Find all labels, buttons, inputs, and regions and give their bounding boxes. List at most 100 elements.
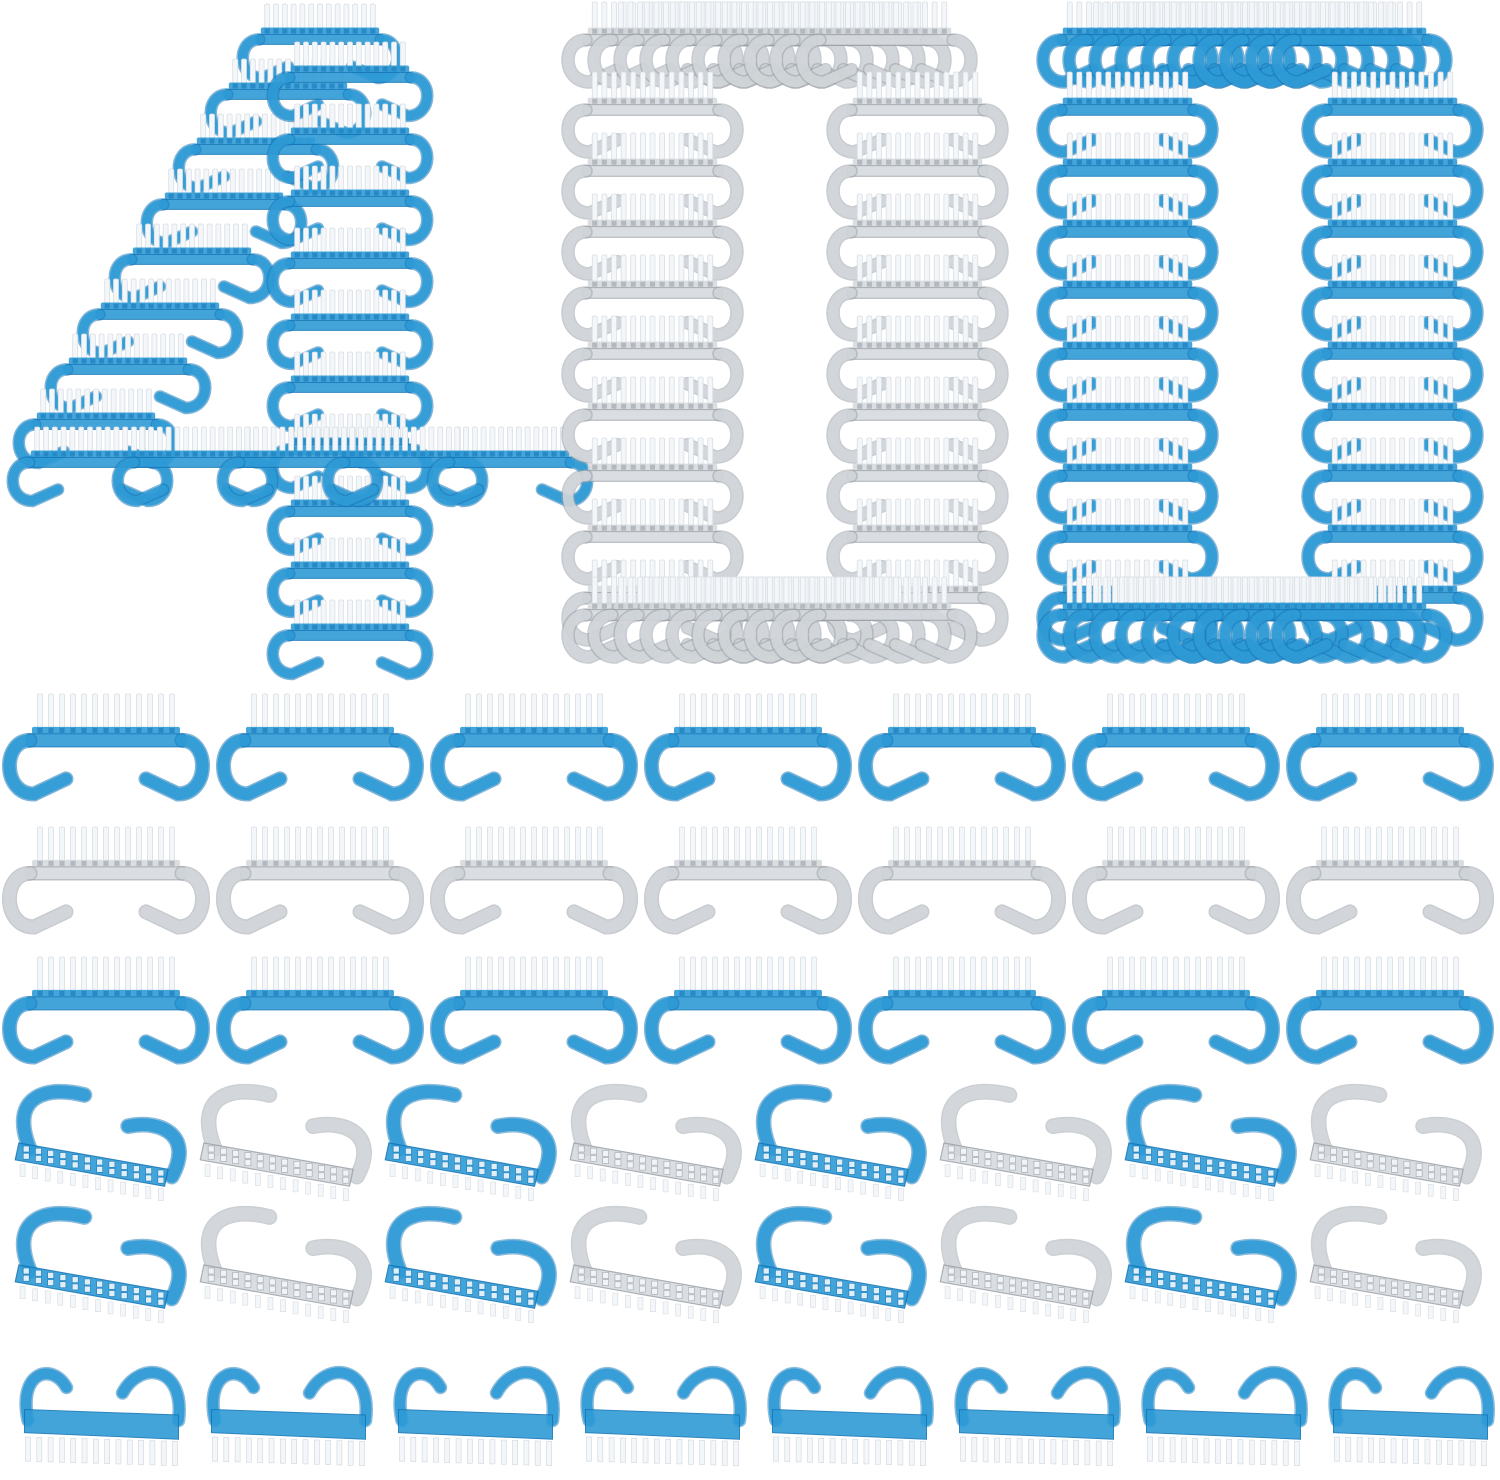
brush-front-blue — [858, 693, 1066, 802]
brush-zero-top — [795, 1, 978, 89]
brush-zero-left — [1036, 71, 1219, 159]
brush-front-clear — [216, 826, 424, 935]
brush-front-blue — [1072, 693, 1280, 802]
brush-digit4-diag — [76, 278, 244, 360]
brush-tilted-clear — [939, 1083, 1112, 1201]
brush-front-clear — [644, 826, 852, 935]
brush-front-clear — [1286, 826, 1494, 935]
brush-tilted-blue — [754, 1205, 927, 1323]
grid-row-3 — [2, 956, 1494, 1065]
brush-front-blue — [430, 956, 638, 1065]
brush-tilted-blue — [384, 1083, 557, 1201]
brush-zero-left — [561, 498, 744, 586]
brush-digit4-vert — [266, 41, 434, 123]
brush-flat-blue — [393, 1365, 560, 1466]
brush-flat-blue — [954, 1365, 1121, 1466]
brush-tilted-blue — [1124, 1083, 1297, 1201]
grid-row-5 — [14, 1205, 1482, 1323]
brush-front-clear — [430, 826, 638, 935]
brush-zero-left — [561, 193, 744, 281]
brush-zero-right — [826, 132, 1009, 220]
grid-row-2 — [2, 826, 1494, 935]
brush-zero-right — [1301, 437, 1484, 525]
brush-front-blue — [644, 956, 852, 1065]
brush-zero-left — [1036, 376, 1219, 464]
brush-tilted-clear — [199, 1205, 372, 1323]
brush-flat-blue — [580, 1365, 747, 1466]
brush-front-blue — [1286, 693, 1494, 802]
brush-zero-right — [826, 315, 1009, 403]
brush-zero-right — [826, 376, 1009, 464]
brush-flat-blue — [767, 1365, 934, 1466]
brush-tilted-blue — [754, 1083, 927, 1201]
brush-front-blue — [216, 956, 424, 1065]
brush-front-clear — [858, 826, 1066, 935]
brush-zero-left — [561, 376, 744, 464]
brush-zero-right — [1301, 254, 1484, 342]
brush-zero-left — [1036, 315, 1219, 403]
grid-row-6 — [19, 1365, 1495, 1466]
brush-digit4-vert — [266, 227, 434, 309]
brush-digit4-vert — [266, 475, 434, 557]
brush-flat-blue — [1328, 1365, 1495, 1466]
brush-zero-left — [1036, 254, 1219, 342]
brush-tilted-blue — [1124, 1205, 1297, 1323]
brush-zero-left — [1036, 437, 1219, 525]
brush-zero-right — [1301, 193, 1484, 281]
brush-zero-right — [826, 254, 1009, 342]
brush-digit4-diag — [44, 333, 212, 415]
brush-front-blue — [858, 956, 1066, 1065]
brush-tilted-clear — [569, 1083, 742, 1201]
brush-flat-blue — [206, 1365, 373, 1466]
brush-digit4-vert — [266, 103, 434, 185]
brush-zero-left — [561, 254, 744, 342]
brush-zero-right — [1301, 315, 1484, 403]
brush-digit4-vert — [266, 289, 434, 371]
brush-flat-blue — [1141, 1365, 1308, 1466]
grid-row-4 — [14, 1083, 1482, 1201]
brush-zero-bottom — [1270, 576, 1453, 664]
brush-zero-left — [1036, 132, 1219, 220]
brush-zero-left — [1036, 193, 1219, 281]
brush-front-blue — [2, 956, 210, 1065]
brush-zero-left — [561, 315, 744, 403]
brush-digit4-vert — [266, 165, 434, 247]
brush-zero-left — [561, 132, 744, 220]
brush-zero-right — [826, 193, 1009, 281]
brush-zero-top — [1270, 1, 1453, 89]
brush-front-clear — [1072, 826, 1280, 935]
brush-grid — [2, 693, 1495, 1466]
brush-front-blue — [644, 693, 852, 802]
brush-tilted-clear — [1309, 1205, 1482, 1323]
hero-digit-0-blue — [1036, 1, 1484, 664]
brush-zero-right — [1301, 132, 1484, 220]
brush-tilted-blue — [14, 1083, 187, 1201]
brush-digit4-vert — [266, 599, 434, 681]
grid-row-1 — [2, 693, 1494, 802]
brush-digit4-vert — [266, 537, 434, 619]
brush-tilted-clear — [1309, 1083, 1482, 1201]
brush-front-blue — [1072, 956, 1280, 1065]
brush-zero-left — [1036, 498, 1219, 586]
brush-tilted-blue — [14, 1205, 187, 1323]
brush-flat-blue — [19, 1365, 186, 1466]
brush-tilted-clear — [569, 1205, 742, 1323]
brush-zero-left — [561, 437, 744, 525]
brush-zero-left — [561, 71, 744, 159]
brush-zero-right — [1301, 71, 1484, 159]
hero-digit-4 — [6, 3, 594, 681]
hero-400-arrangement — [6, 1, 1484, 681]
brush-front-blue — [2, 693, 210, 802]
brush-tilted-clear — [199, 1083, 372, 1201]
brush-front-blue — [1286, 956, 1494, 1065]
brush-front-blue — [216, 693, 424, 802]
brush-zero-right — [826, 71, 1009, 159]
brush-zero-right — [1301, 376, 1484, 464]
brush-digit4-diag — [108, 223, 276, 305]
brush-digit4-vert — [266, 351, 434, 433]
hero-digit-0-clear — [561, 1, 1009, 664]
brush-front-blue — [430, 693, 638, 802]
brush-zero-bottom — [795, 576, 978, 664]
